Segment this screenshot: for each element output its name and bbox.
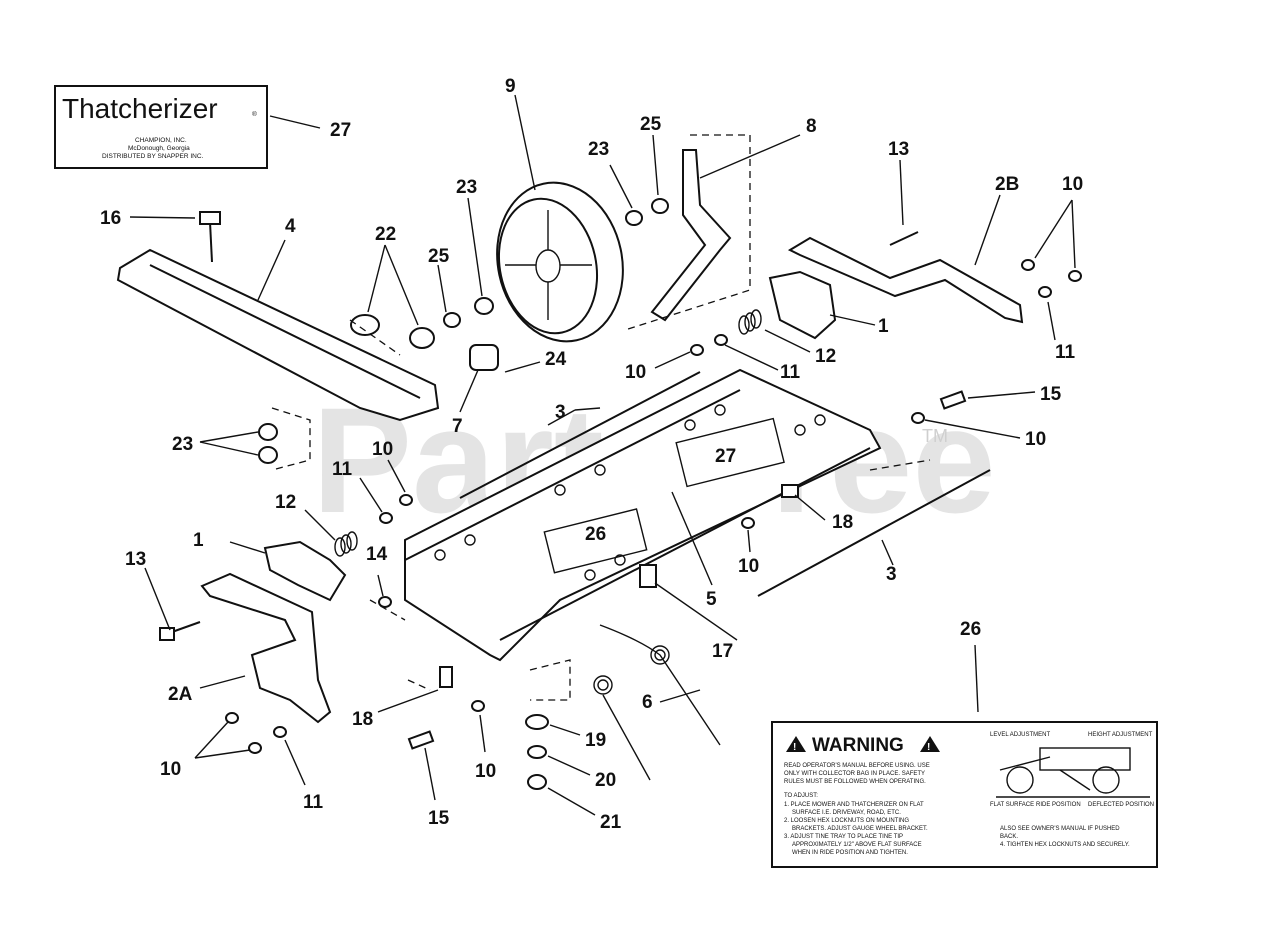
warning-footer-1: ALSO SEE OWNER'S MANUAL IF PUSHED <box>1000 826 1120 832</box>
callout-11: 11 <box>303 792 324 813</box>
decal-line-3: DISTRIBUTED BY SNAPPER INC. <box>102 153 204 160</box>
watermark-tm: TM <box>922 426 948 446</box>
callout-26: 26 <box>585 524 606 545</box>
callout-21: 21 <box>600 812 622 833</box>
callout-1: 1 <box>193 530 204 551</box>
callout-27: 27 <box>330 120 351 141</box>
tine-tray <box>404 368 882 662</box>
fig-label-flat: FLAT SURFACE <box>990 802 1034 808</box>
callout-10: 10 <box>160 759 181 780</box>
callout-23: 23 <box>456 177 477 198</box>
fig-label-height: HEIGHT ADJUSTMENT <box>1088 732 1153 738</box>
callout-10: 10 <box>372 439 393 460</box>
callout-24: 24 <box>545 349 567 370</box>
callout-27: 27 <box>715 446 736 467</box>
warning-triangle-icon <box>786 736 806 752</box>
callout-26: 26 <box>960 619 981 640</box>
axle-8 <box>650 149 732 322</box>
warning-footer-2: BACK. <box>1000 834 1018 840</box>
callout-18: 18 <box>832 512 853 533</box>
callout-3: 3 <box>886 564 897 585</box>
svg-text:!: ! <box>793 742 796 753</box>
warning-line-5: 1. PLACE MOWER AND THATCHERIZER ON FLAT <box>784 802 924 808</box>
callout-3: 3 <box>555 402 566 423</box>
spring-6 <box>593 624 721 781</box>
callouts: 27 9 25 8 23 13 2B 10 16 4 22 25 23 1 11… <box>100 76 1083 833</box>
warning-line-3: RULES MUST BE FOLLOWED WHEN OPERATING. <box>784 779 926 785</box>
thatcherizer-decal: Thatcherizer ® CHAMPION, INC. McDonough,… <box>54 85 268 169</box>
fig-label-deflected: DEFLECTED POSITION <box>1088 802 1154 808</box>
decal-line-1: CHAMPION, INC. <box>135 137 187 144</box>
axle-8-dash <box>624 134 751 331</box>
callout-11: 11 <box>1055 342 1076 363</box>
decal-reg: ® <box>252 110 257 118</box>
callout-19: 19 <box>585 730 606 751</box>
decal-brand: Thatcherizer <box>62 93 218 124</box>
callout-10: 10 <box>1062 174 1083 195</box>
warning-footer-3: 4. TIGHTEN HEX LOCKNUTS AND SECURELY. <box>1000 842 1130 848</box>
callout-10: 10 <box>738 556 759 577</box>
callout-23: 23 <box>588 139 609 160</box>
bracket-1-lower <box>263 540 347 602</box>
callout-18: 18 <box>352 709 373 730</box>
wheel-9 <box>496 181 624 343</box>
callout-10: 10 <box>475 761 496 782</box>
warning-line-6: SURFACE I.E. DRIVEWAY, ROAD, ETC. <box>792 810 901 816</box>
callout-16: 16 <box>100 208 121 229</box>
callout-2A: 2A <box>168 684 193 705</box>
spring-12-upper <box>738 309 762 335</box>
decal-line-2: McDonough, Georgia <box>128 145 190 152</box>
leader-lines <box>129 94 1076 816</box>
callout-25: 25 <box>428 246 450 267</box>
callout-7: 7 <box>452 416 463 437</box>
callout-17: 17 <box>712 641 733 662</box>
warning-line-1: READ OPERATOR'S MANUAL BEFORE USING. USE <box>784 763 930 769</box>
callout-1: 1 <box>878 316 889 337</box>
callout-12: 12 <box>815 346 836 367</box>
callout-12: 12 <box>275 492 296 513</box>
bracket-1-upper <box>768 270 837 340</box>
callout-6: 6 <box>642 692 653 713</box>
callout-15: 15 <box>428 808 450 829</box>
svg-text:!: ! <box>927 742 930 753</box>
callout-10: 10 <box>1025 429 1046 450</box>
warning-line-7: 2. LOOSEN HEX LOCKNUTS ON MOUNTING <box>784 818 909 824</box>
warning-line-9: 3. ADJUST TINE TRAY TO PLACE TINE TIP <box>784 834 903 840</box>
callout-13: 13 <box>125 549 146 570</box>
hardware <box>159 198 1082 790</box>
callout-10: 10 <box>625 362 646 383</box>
callout-14: 14 <box>366 544 388 565</box>
warning-line-4: TO ADJUST: <box>784 793 818 799</box>
fig-label-level: LEVEL ADJUSTMENT <box>990 732 1050 738</box>
warning-triangle-icon <box>920 736 940 752</box>
callout-9: 9 <box>505 76 516 97</box>
warning-line-11: WHEN IN RIDE POSITION AND TIGHTEN. <box>792 850 908 856</box>
callout-15: 15 <box>1040 384 1062 405</box>
callout-22: 22 <box>375 224 396 245</box>
callout-23: 23 <box>172 434 193 455</box>
rod-upper <box>459 371 701 499</box>
mower-figure: LEVEL ADJUSTMENT HEIGHT ADJUSTMENT FLAT … <box>990 732 1154 808</box>
callout-13: 13 <box>888 139 909 160</box>
rod-lower <box>757 469 991 597</box>
callout-5: 5 <box>706 589 717 610</box>
warning-decal: ! WARNING ! READ OPERATOR'S MANUAL BEFOR… <box>771 721 1158 868</box>
bracket-2B <box>787 236 1024 324</box>
callout-2B: 2B <box>995 174 1019 195</box>
fig-label-ride: RIDE POSITION <box>1036 802 1081 808</box>
spring-12-lower <box>334 531 358 557</box>
callout-4: 4 <box>285 216 296 237</box>
warning-line-10: APPROXIMATELY 1/2" ABOVE FLAT SURFACE <box>792 842 922 848</box>
callout-11: 11 <box>780 362 801 383</box>
callout-8: 8 <box>806 116 817 137</box>
warning-line-2: ONLY WITH COLLECTOR BAG IN PLACE. SAFETY <box>784 771 925 777</box>
callout-25: 25 <box>640 114 662 135</box>
warning-title: WARNING <box>812 735 904 756</box>
callout-11: 11 <box>332 459 353 480</box>
bracket-4 <box>116 248 440 422</box>
callout-20: 20 <box>595 770 616 791</box>
warning-line-8: BRACKETS. ADJUST GAUGE WHEEL BRACKET. <box>792 826 928 832</box>
bracket-2A <box>200 572 332 724</box>
